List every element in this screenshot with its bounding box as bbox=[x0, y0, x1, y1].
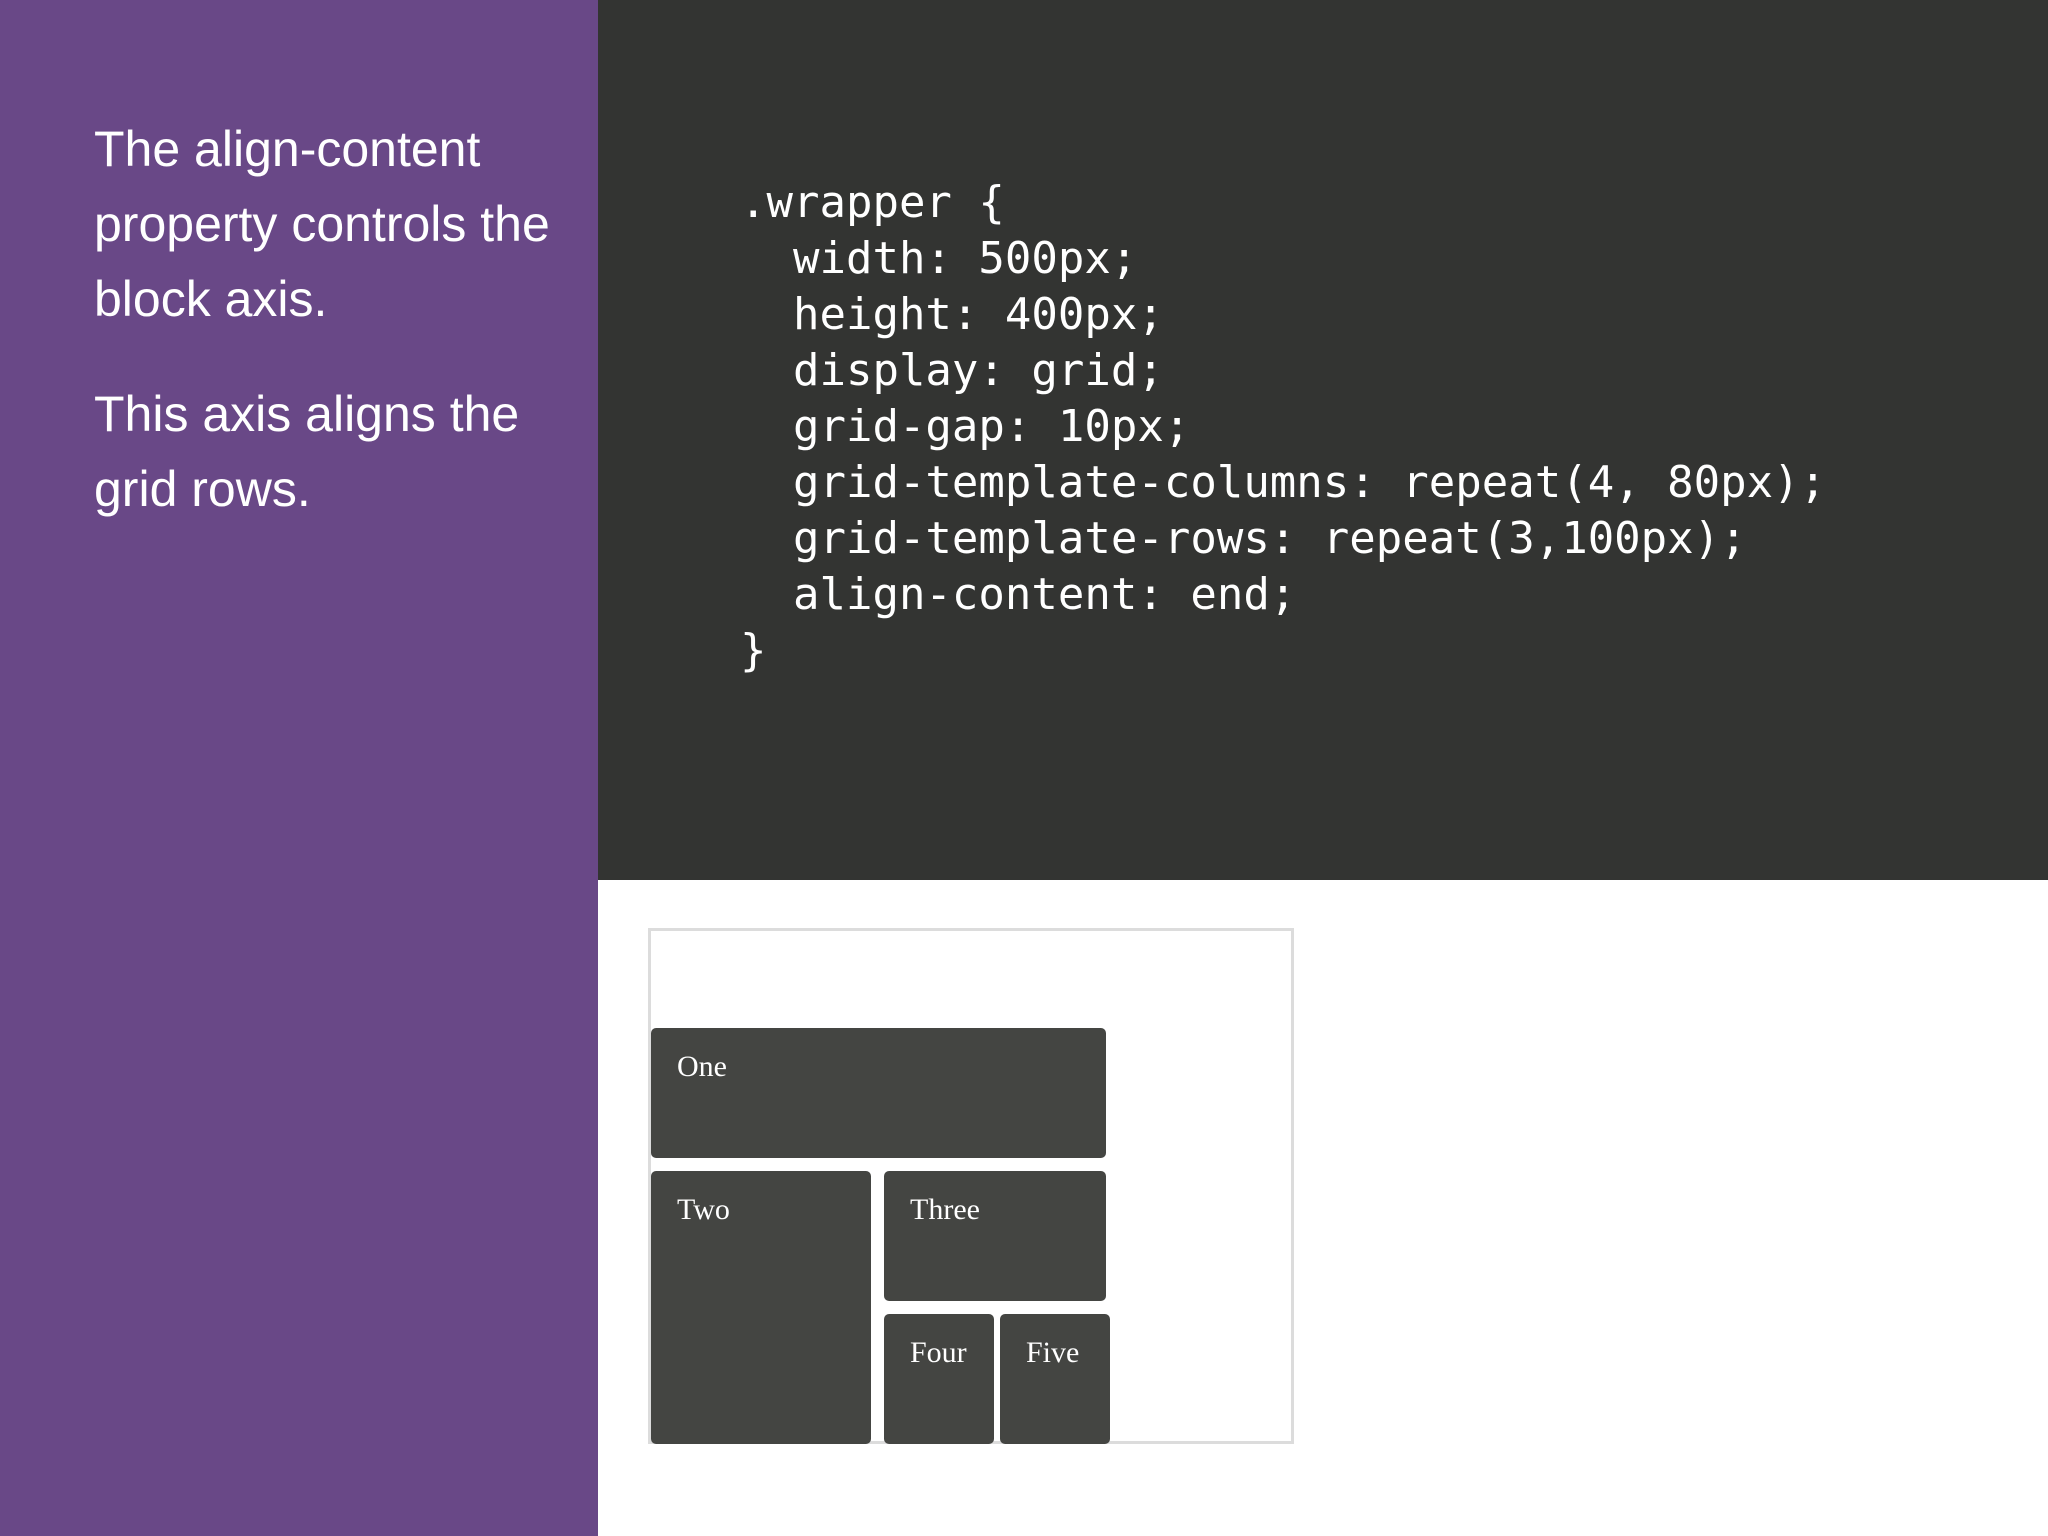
code-line: width: 500px; bbox=[740, 233, 1138, 284]
code-line: display: grid; bbox=[740, 345, 1164, 396]
grid-item-two: Two bbox=[651, 1171, 871, 1444]
code-line: height: 400px; bbox=[740, 289, 1164, 340]
sidebar-paragraph-2: This axis aligns the grid rows. bbox=[94, 386, 520, 517]
code-line: .wrapper { bbox=[740, 177, 1005, 228]
grid-wrapper-demo: One Two Three Four Five bbox=[648, 928, 1294, 1444]
grid-item-three: Three bbox=[884, 1171, 1106, 1301]
sidebar-text: The align-content property controls the … bbox=[94, 112, 564, 567]
grid-item-four: Four bbox=[884, 1314, 994, 1444]
code-block: .wrapper { width: 500px; height: 400px; … bbox=[740, 175, 1826, 679]
code-line: grid-template-rows: repeat(3,100px); bbox=[740, 513, 1747, 564]
code-line: grid-template-columns: repeat(4, 80px); bbox=[740, 457, 1827, 508]
grid-item-one: One bbox=[651, 1028, 1106, 1158]
code-line: grid-gap: 10px; bbox=[740, 401, 1191, 452]
grid-item-five: Five bbox=[1000, 1314, 1110, 1444]
demo-area: One Two Three Four Five bbox=[598, 880, 2048, 1536]
code-line: } bbox=[740, 625, 767, 676]
code-panel: .wrapper { width: 500px; height: 400px; … bbox=[598, 0, 2048, 880]
sidebar-panel: The align-content property controls the … bbox=[0, 0, 598, 1536]
code-line: align-content: end; bbox=[740, 569, 1297, 620]
sidebar-paragraph-1: The align-content property controls the … bbox=[94, 121, 550, 327]
